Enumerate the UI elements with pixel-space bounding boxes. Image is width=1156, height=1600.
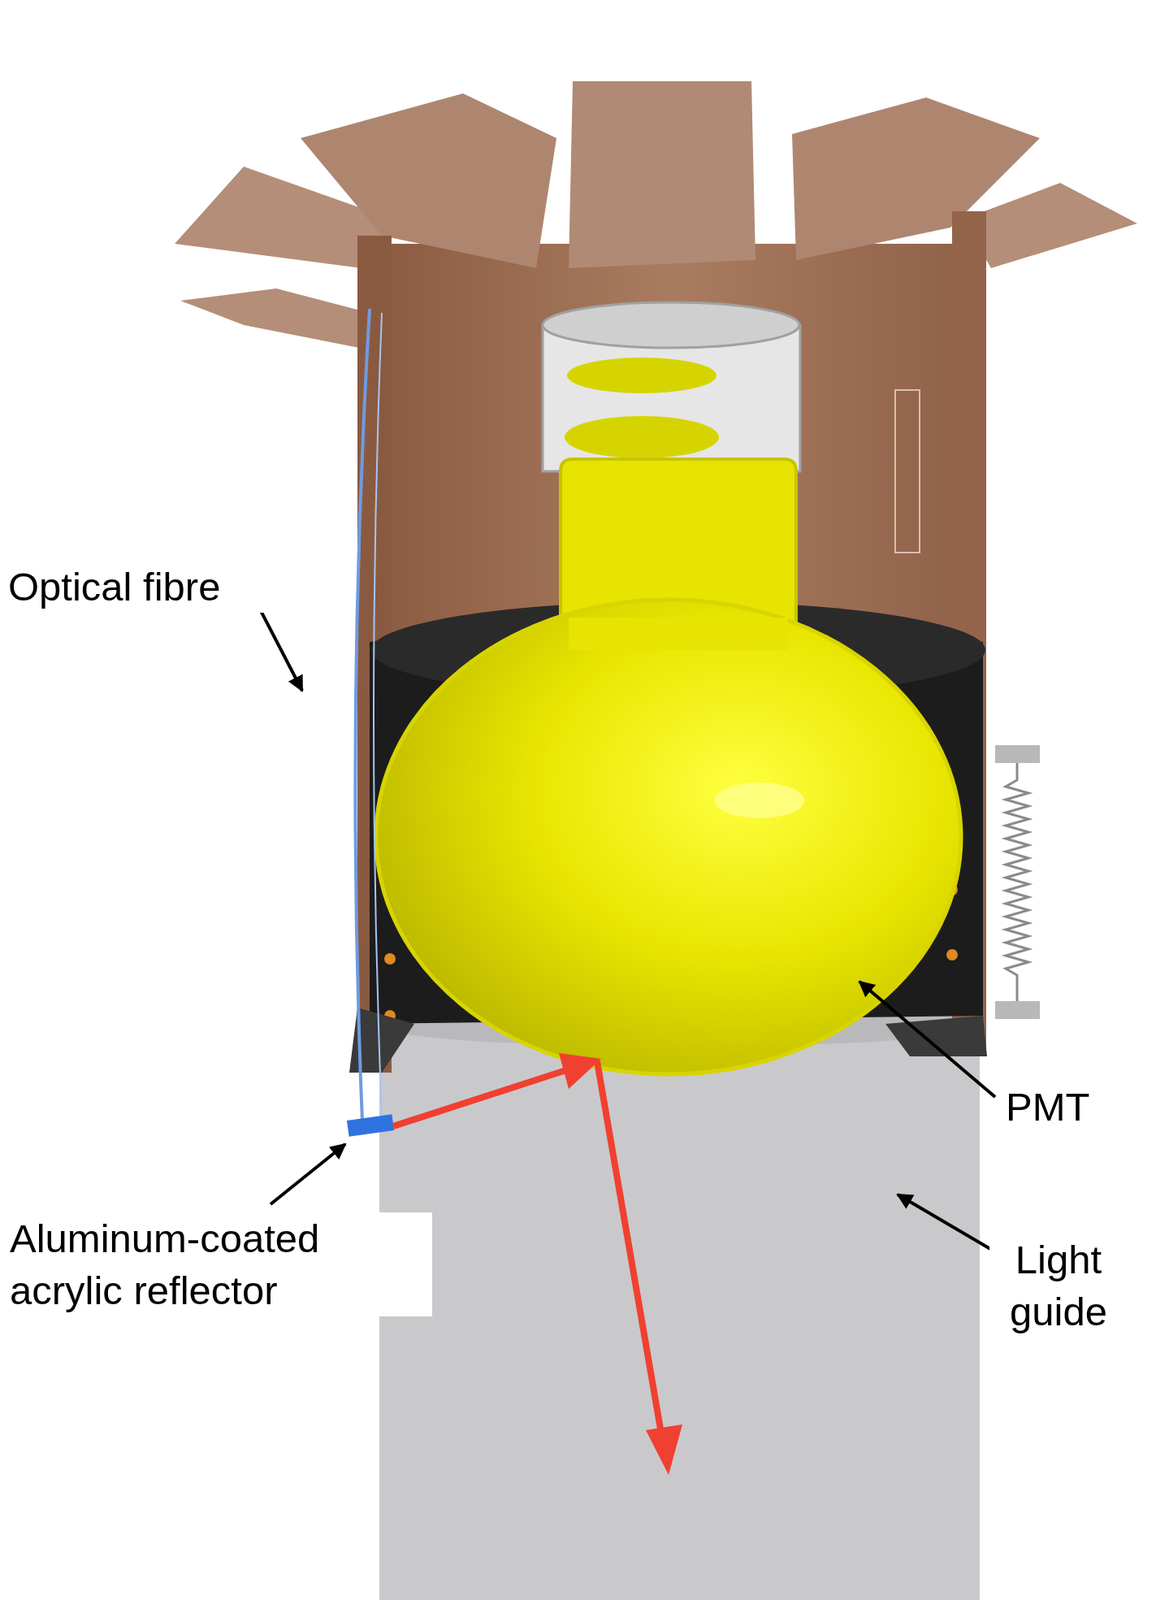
spring-bracket [995,744,1040,763]
shroud-flap [962,182,1138,269]
shroud-flap [180,288,370,350]
light-ray-head [558,1052,602,1089]
reflector [346,1113,394,1137]
spring-bracket [995,1000,1040,1019]
shroud-slot [895,389,920,553]
pmt-base-cap [542,302,800,348]
pmt-bulb [376,599,962,1074]
light-guide [379,1015,980,1600]
shroud-flap [568,81,756,269]
leader-arrow [270,1143,346,1204]
bracket [885,1015,988,1057]
optical-fibre [355,308,370,1122]
screw [384,952,396,965]
spring [1005,762,1029,1001]
callout-label: Aluminum-coated acrylic reflector [9,1212,433,1317]
light-ray-head [645,1424,683,1475]
optical-fibre [373,312,382,1118]
light-ray [597,1060,663,1438]
pmt-socket [567,357,717,394]
pmt-highlight [714,782,805,819]
leader-arrow [256,602,303,691]
shroud-flap [300,93,557,269]
callout-label: Light guide [989,1233,1128,1338]
screw [946,948,958,961]
callout-label: Optical fibre [8,560,301,613]
pmt-socket [564,415,719,459]
pmt-neck-join [568,617,788,650]
leader-arrow [859,981,996,1097]
callout-label: PMT [1005,1080,1120,1133]
light-ray [393,1069,569,1126]
